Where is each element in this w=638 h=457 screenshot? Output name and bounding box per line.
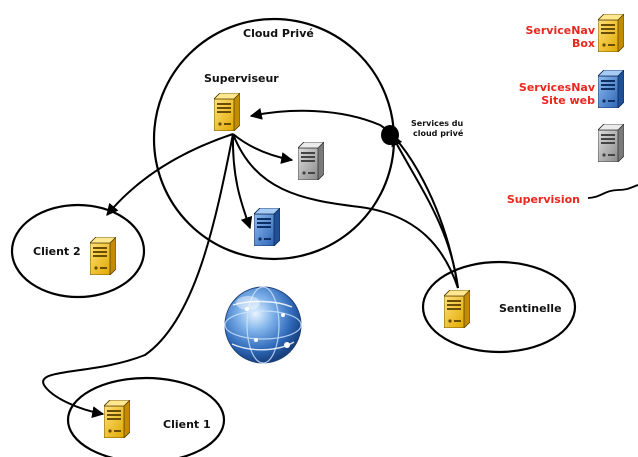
- link-superviseur-client1: [42, 133, 234, 419]
- legend-servicenav-server-icon: [598, 14, 624, 52]
- client-2-server-icon: [90, 237, 116, 275]
- endpoint-dot-icon: [381, 125, 399, 145]
- superviseur-server-icon: [214, 93, 240, 131]
- sentinelle-server-icon: [444, 290, 470, 328]
- link-superviseur-gray-server: [232, 133, 294, 164]
- services-label-line1: Services du: [411, 119, 464, 128]
- cloud-prive-label: Cloud Privé: [243, 27, 314, 40]
- legend: ServiceNav Box ServicesNav Site web Supe…: [507, 14, 638, 206]
- services-label-line2: cloud privé: [413, 128, 464, 138]
- legend-servicenav-line1: ServiceNav: [525, 24, 595, 37]
- sentinelle-label: Sentinelle: [499, 302, 562, 315]
- link-superviseur-sentinelle: [232, 133, 459, 289]
- link-sentinelle-superviseur: [249, 107, 459, 289]
- client-1-zone: [66, 376, 226, 457]
- client-1-server-icon: [104, 400, 130, 438]
- client-1-label: Client 1: [163, 418, 211, 431]
- gray-server-icon: [298, 142, 324, 180]
- links: [42, 107, 459, 419]
- legend-servicesnav-line1: ServicesNav: [519, 81, 596, 94]
- legend-servicenav-line2: Box: [572, 37, 595, 50]
- superviseur-label: Superviseur: [204, 72, 279, 85]
- legend-supervision-label: Supervision: [507, 193, 580, 206]
- link-sentinelle-services: [391, 133, 459, 289]
- client-2-zone: [10, 203, 146, 299]
- sentinelle-zone: [421, 260, 577, 354]
- legend-gray-server-icon: [598, 124, 624, 162]
- legend-servicesnav-line2: Site web: [541, 94, 595, 107]
- legend-servicesnav-server-icon: [598, 70, 624, 108]
- globe-icon: [224, 286, 302, 364]
- link-superviseur-blue-server: [231, 133, 253, 230]
- link-superviseur-client2: [106, 133, 234, 216]
- client-2-label: Client 2: [33, 245, 81, 258]
- blue-server-icon: [254, 208, 280, 246]
- legend-supervision-line: [587, 184, 638, 199]
